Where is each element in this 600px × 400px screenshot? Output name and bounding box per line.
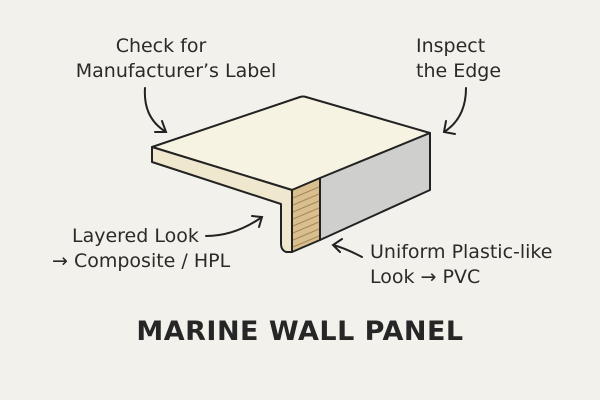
- label-uniform-line2: Look → PVC: [370, 266, 481, 288]
- label-layered-line1: Layered Look: [72, 225, 199, 247]
- label-manufacturer: Check for Manufacturer’s Label: [76, 34, 286, 84]
- label-manufacturer-line1: Check for: [115, 35, 207, 57]
- label-layered-line2: → Composite / HPL: [52, 250, 231, 272]
- label-edge-line2: the Edge: [416, 60, 502, 82]
- label-layered: Layered Look → Composite / HPL: [52, 224, 230, 274]
- core-layers: [292, 186, 320, 248]
- diagram-title: MARINE WALL PANEL: [136, 316, 464, 347]
- arrow-layered: [205, 215, 264, 237]
- label-edge-line1: Inspect: [416, 35, 486, 57]
- arrow-edge: [442, 87, 467, 135]
- panel-top-surface: [151, 95, 431, 191]
- label-manufacturer-line2: Manufacturer’s Label: [75, 60, 277, 82]
- label-uniform: Uniform Plastic-like Look → PVC: [370, 240, 552, 290]
- label-edge: Inspect the Edge: [416, 34, 501, 84]
- panel-front-edge: [151, 146, 293, 253]
- arrow-uniform: [331, 238, 363, 258]
- panel-side-face: [319, 132, 431, 241]
- arrow-manufacturer: [143, 87, 168, 133]
- label-uniform-line1: Uniform Plastic-like: [370, 241, 553, 263]
